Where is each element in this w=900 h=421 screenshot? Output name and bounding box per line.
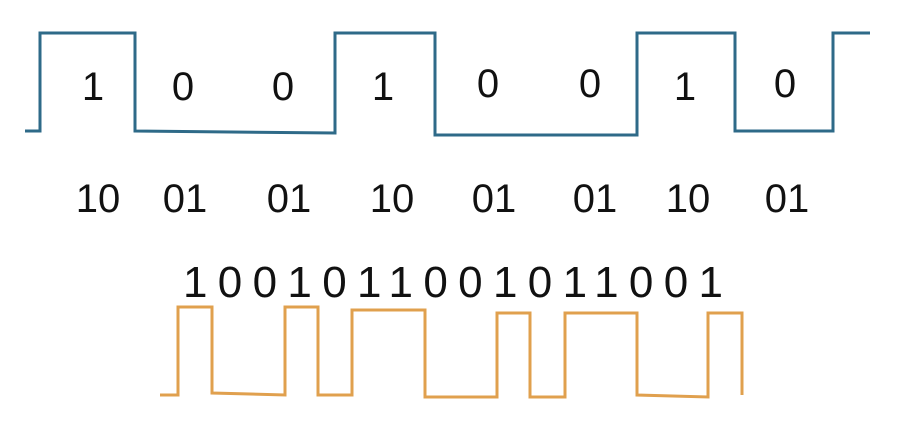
bit-label: 1 — [674, 65, 696, 109]
pair-label: 10 — [370, 177, 415, 221]
bit-label: 1 — [82, 65, 104, 109]
bit-label: 0 — [579, 62, 601, 106]
bit-label: 0 — [272, 65, 294, 109]
pair-label: 01 — [573, 177, 618, 221]
encoded-bit-string: 1001011001011001 — [183, 258, 723, 307]
top-square-waveform — [25, 31, 870, 137]
pair-label: 10 — [76, 177, 121, 221]
bottom-square-waveform — [160, 305, 744, 399]
bit-label: 0 — [477, 62, 499, 106]
bit-label: 1 — [372, 65, 394, 109]
pair-label: 01 — [267, 177, 312, 221]
bit-label: 0 — [172, 65, 194, 109]
pair-label: 10 — [666, 177, 711, 221]
pair-label: 01 — [765, 177, 810, 221]
pair-label: 01 — [163, 177, 208, 221]
pair-label: 01 — [472, 177, 517, 221]
bit-label: 0 — [774, 62, 796, 106]
